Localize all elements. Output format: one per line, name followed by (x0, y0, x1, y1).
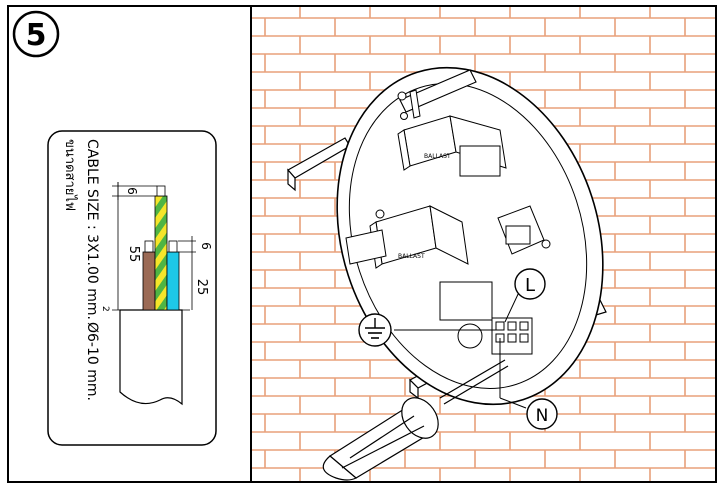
cable-diameter-label: Ø6-10 mm. (84, 322, 100, 401)
dim-strip-inner: 6 (199, 242, 213, 250)
ballast-label-upper: BALLAST (424, 153, 451, 160)
step-badge: 5 (12, 10, 60, 58)
ballast-label-lower: BALLAST (398, 253, 425, 260)
earth-wire (154, 195, 168, 311)
cable-size-thai: ขนาดสายไฟ (62, 139, 78, 211)
blue-wire (166, 251, 180, 311)
cable-size-label: CABLE SIZE : 3X1.00 mm. (84, 139, 100, 320)
leader-lines (394, 289, 527, 409)
ballast-lower: BALLAST (345, 205, 469, 269)
ballast-upper: BALLAST (397, 115, 507, 177)
terminal-live-label: L (525, 275, 535, 296)
terminal-live-callout: L (514, 268, 546, 300)
cable-jacket (119, 309, 183, 406)
dim-long: 55 (126, 246, 141, 263)
terminal-neutral-callout: N (526, 398, 558, 430)
terminal-block (439, 281, 533, 355)
screwdriver (322, 359, 509, 481)
lamp-holder (497, 205, 545, 255)
cable-spec-panel: 6 6 55 25 CABLE SIZE : 3X1.00 mm. 2 Ø6-1… (47, 130, 217, 446)
dim-strip-outer: 6 (125, 187, 139, 195)
earth-icon (358, 313, 392, 347)
step-number: 5 (26, 18, 47, 53)
brown-wire (142, 251, 156, 311)
cable-size-superscript: 2 (100, 306, 110, 312)
luminaire-scene: BALLAST BALLAST (287, 66, 607, 481)
terminal-neutral-label: N (536, 406, 549, 426)
dim-short: 25 (194, 279, 209, 296)
dimension-lines (112, 182, 196, 310)
screws (375, 91, 551, 249)
